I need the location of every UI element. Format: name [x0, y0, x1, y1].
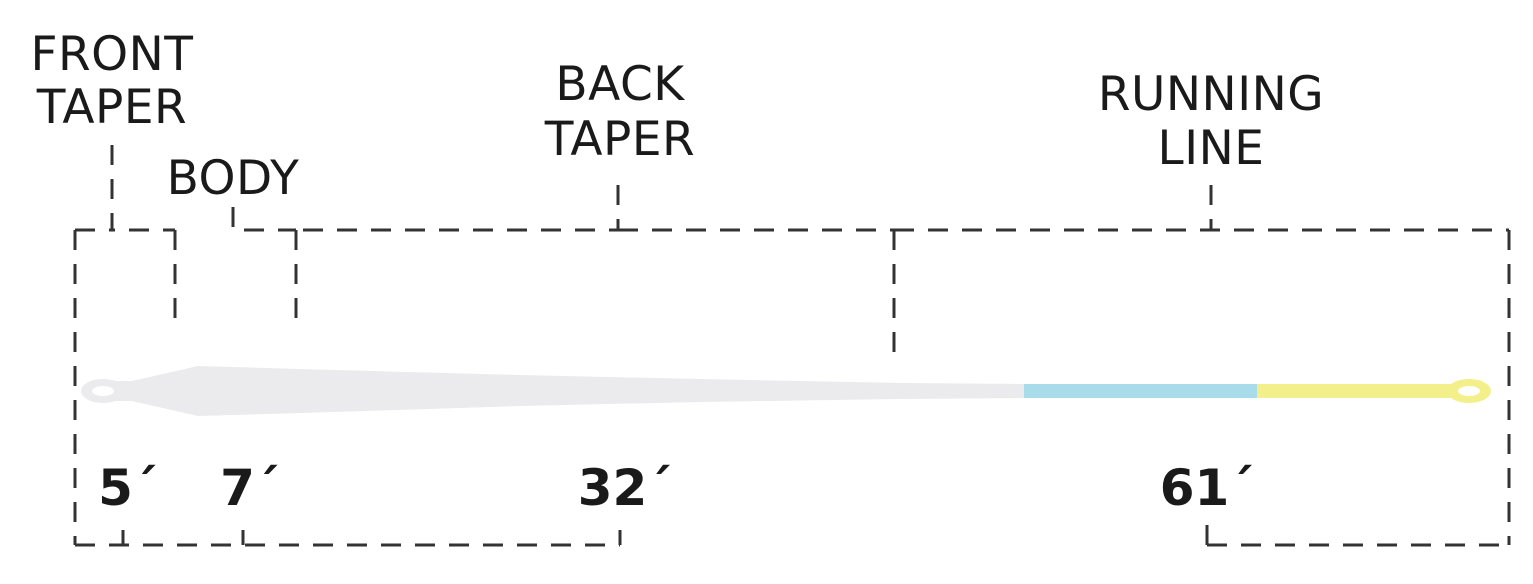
front-taper-leader [110, 145, 175, 232]
running-line-length: 61´ [1160, 459, 1255, 517]
front-taper-length: 5´ [98, 459, 158, 517]
fly-line [81, 366, 1491, 416]
head-section [100, 366, 1025, 416]
running-line-yellow-segment [1257, 384, 1467, 398]
front-taper-label-line2: TAPER [36, 80, 187, 135]
front-loop-hole [92, 386, 114, 396]
body-leader [231, 207, 296, 232]
back-taper-length: 32´ [578, 459, 673, 517]
back-taper-label-line1: BACK [555, 57, 685, 112]
rear-loop-hole [1458, 386, 1480, 396]
top-brackets [75, 145, 1509, 232]
body-label: BODY [167, 151, 300, 206]
body-length: 7´ [220, 459, 280, 517]
section-dividers [73, 230, 1511, 545]
back-taper-label-line2: TAPER [544, 112, 695, 167]
back-taper-leader [296, 185, 620, 232]
running-line-label-line2: LINE [1158, 121, 1265, 176]
bottom-brackets [75, 525, 1509, 547]
length-labels: 5´ 7´ 32´ 61´ [98, 459, 1254, 517]
front-taper-label-line1: FRONT [30, 27, 193, 82]
running-line-label-line1: RUNNING [1098, 67, 1324, 122]
section-labels: FRONT TAPER BODY BACK TAPER RUNNING LINE [30, 27, 1324, 206]
running-line-blue-segment [1024, 384, 1258, 398]
